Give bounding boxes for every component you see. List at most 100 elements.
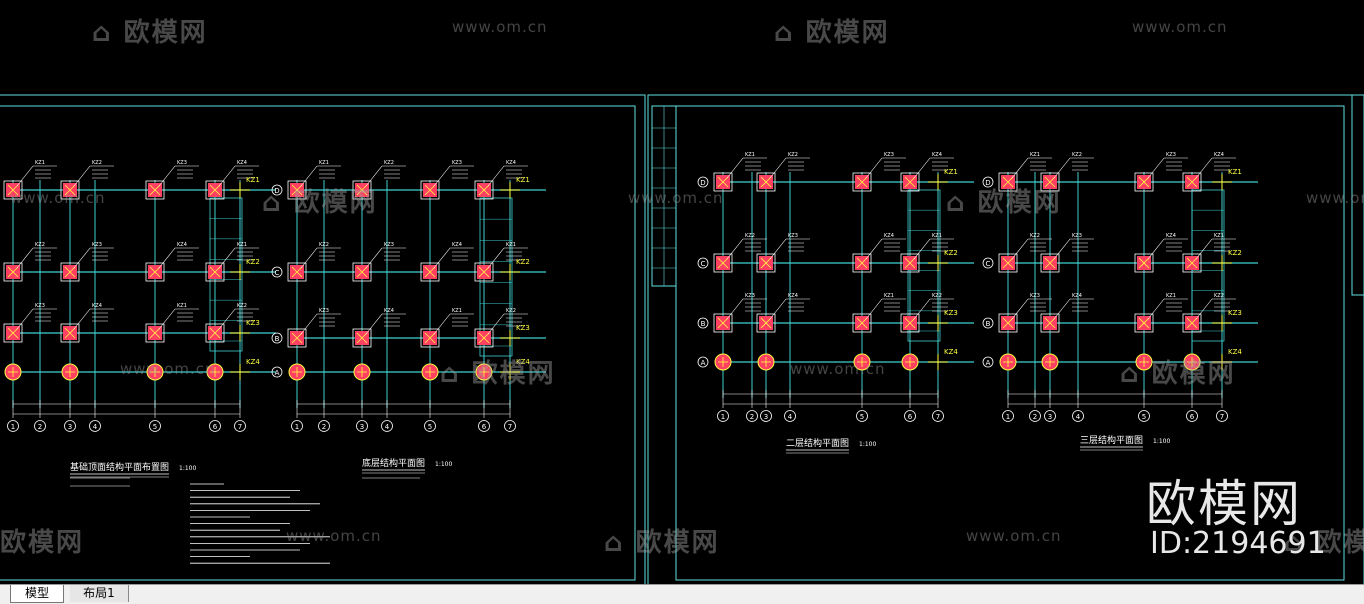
axis-label: 3 xyxy=(68,423,72,431)
column-outline xyxy=(852,253,872,273)
axis-label: 7 xyxy=(238,423,242,431)
column-mark xyxy=(1002,257,1014,269)
axis-bubble xyxy=(982,317,994,329)
axis-bubble xyxy=(697,176,709,188)
column-tag: KZ1 xyxy=(516,176,530,184)
column-outline xyxy=(998,172,1018,192)
axis-label: 3 xyxy=(1048,413,1052,421)
axis-label: 2 xyxy=(322,423,326,431)
axis-bubble xyxy=(7,420,19,432)
axis-bubble xyxy=(1002,410,1014,422)
axis-label: 6 xyxy=(908,413,913,421)
column-tag: KZ4 xyxy=(384,308,394,314)
column-tag: KZ1 xyxy=(177,303,187,309)
column-mark xyxy=(717,176,729,188)
axis-bubble xyxy=(1029,410,1041,422)
column-mark xyxy=(856,257,868,269)
column-tag: KZ2 xyxy=(1214,293,1224,299)
column-outline xyxy=(60,180,80,200)
axis-bubble xyxy=(717,410,729,422)
column-mark xyxy=(424,332,436,344)
column-outline xyxy=(900,313,920,333)
column-tag: KZ2 xyxy=(92,160,102,166)
axis-bubble xyxy=(318,420,330,432)
column-outline xyxy=(998,313,1018,333)
leader-line xyxy=(218,165,236,187)
axis-bubble xyxy=(478,420,490,432)
column-outline xyxy=(352,328,372,348)
axis-label: 4 xyxy=(1076,413,1081,421)
column-outline xyxy=(1134,253,1154,273)
leader-line xyxy=(158,308,176,330)
leader-line xyxy=(300,165,318,187)
axis-label: 5 xyxy=(153,423,157,431)
leader-line xyxy=(1147,157,1165,179)
leader-line xyxy=(433,165,451,187)
axis-label: D xyxy=(274,187,279,195)
axis-label: 1 xyxy=(295,423,299,431)
column-tag: KZ2 xyxy=(745,233,755,239)
axis-label: 5 xyxy=(1142,413,1146,421)
column-tag: KZ2 xyxy=(1228,249,1242,257)
leader-line xyxy=(73,165,91,187)
axis-bubble xyxy=(746,410,758,422)
axis-label: 5 xyxy=(860,413,864,421)
column-tag: KZ2 xyxy=(506,308,516,314)
column-outline xyxy=(713,253,733,273)
column-mark xyxy=(1044,176,1056,188)
column-mark xyxy=(64,266,76,278)
column-tag: KZ4 xyxy=(516,358,530,366)
axis-label: D xyxy=(985,179,990,187)
column-mark xyxy=(209,266,221,278)
axis-bubble xyxy=(34,420,46,432)
tab-layout1[interactable]: 布局1 xyxy=(70,585,129,602)
column-mark xyxy=(291,332,303,344)
column-outline xyxy=(145,180,165,200)
axis-bubble xyxy=(504,420,516,432)
leader-line xyxy=(865,298,883,320)
drawing-title: 基础顶面结构平面布置图 xyxy=(70,461,169,473)
column-tag: KZ2 xyxy=(516,258,530,266)
column-tag: KZ4 xyxy=(1214,152,1224,158)
column-outline xyxy=(852,313,872,333)
axis-label: 2 xyxy=(38,423,42,431)
leader-line xyxy=(1195,238,1213,260)
drawing-scale: 1:100 xyxy=(179,465,196,472)
sheet-inner-frame xyxy=(675,105,1345,581)
leader-line xyxy=(865,238,883,260)
column-mark xyxy=(760,176,772,188)
column-tag: KZ2 xyxy=(384,160,394,166)
column-outline xyxy=(713,313,733,333)
column-tag: KZ4 xyxy=(788,293,798,299)
column-mark xyxy=(1186,176,1198,188)
column-mark xyxy=(478,184,490,196)
column-outline xyxy=(474,180,494,200)
column-tag: KZ3 xyxy=(246,319,260,327)
axis-label: 7 xyxy=(936,413,940,421)
leader-line xyxy=(769,298,787,320)
column-outline xyxy=(205,262,225,282)
column-outline xyxy=(1040,172,1060,192)
column-tag: KZ2 xyxy=(319,242,329,248)
tab-model[interactable]: 模型 xyxy=(10,585,64,603)
leader-line xyxy=(487,165,505,187)
column-outline xyxy=(756,172,776,192)
column-mark xyxy=(1186,317,1198,329)
leader-line xyxy=(16,165,34,187)
sheet-inner-frame xyxy=(0,105,636,581)
sheet-frame xyxy=(647,94,1364,584)
column-outline xyxy=(900,253,920,273)
axis-label: C xyxy=(701,260,706,268)
column-mark xyxy=(424,266,436,278)
column-outline xyxy=(145,262,165,282)
column-mark xyxy=(1044,257,1056,269)
column-tag: KZ2 xyxy=(944,249,958,257)
axis-bubble xyxy=(760,410,772,422)
column-mark xyxy=(1002,176,1014,188)
column-mark xyxy=(7,266,19,278)
column-tag: KZ1 xyxy=(35,160,45,166)
axis-bubble xyxy=(291,420,303,432)
leader-line xyxy=(365,313,383,335)
column-mark xyxy=(291,184,303,196)
